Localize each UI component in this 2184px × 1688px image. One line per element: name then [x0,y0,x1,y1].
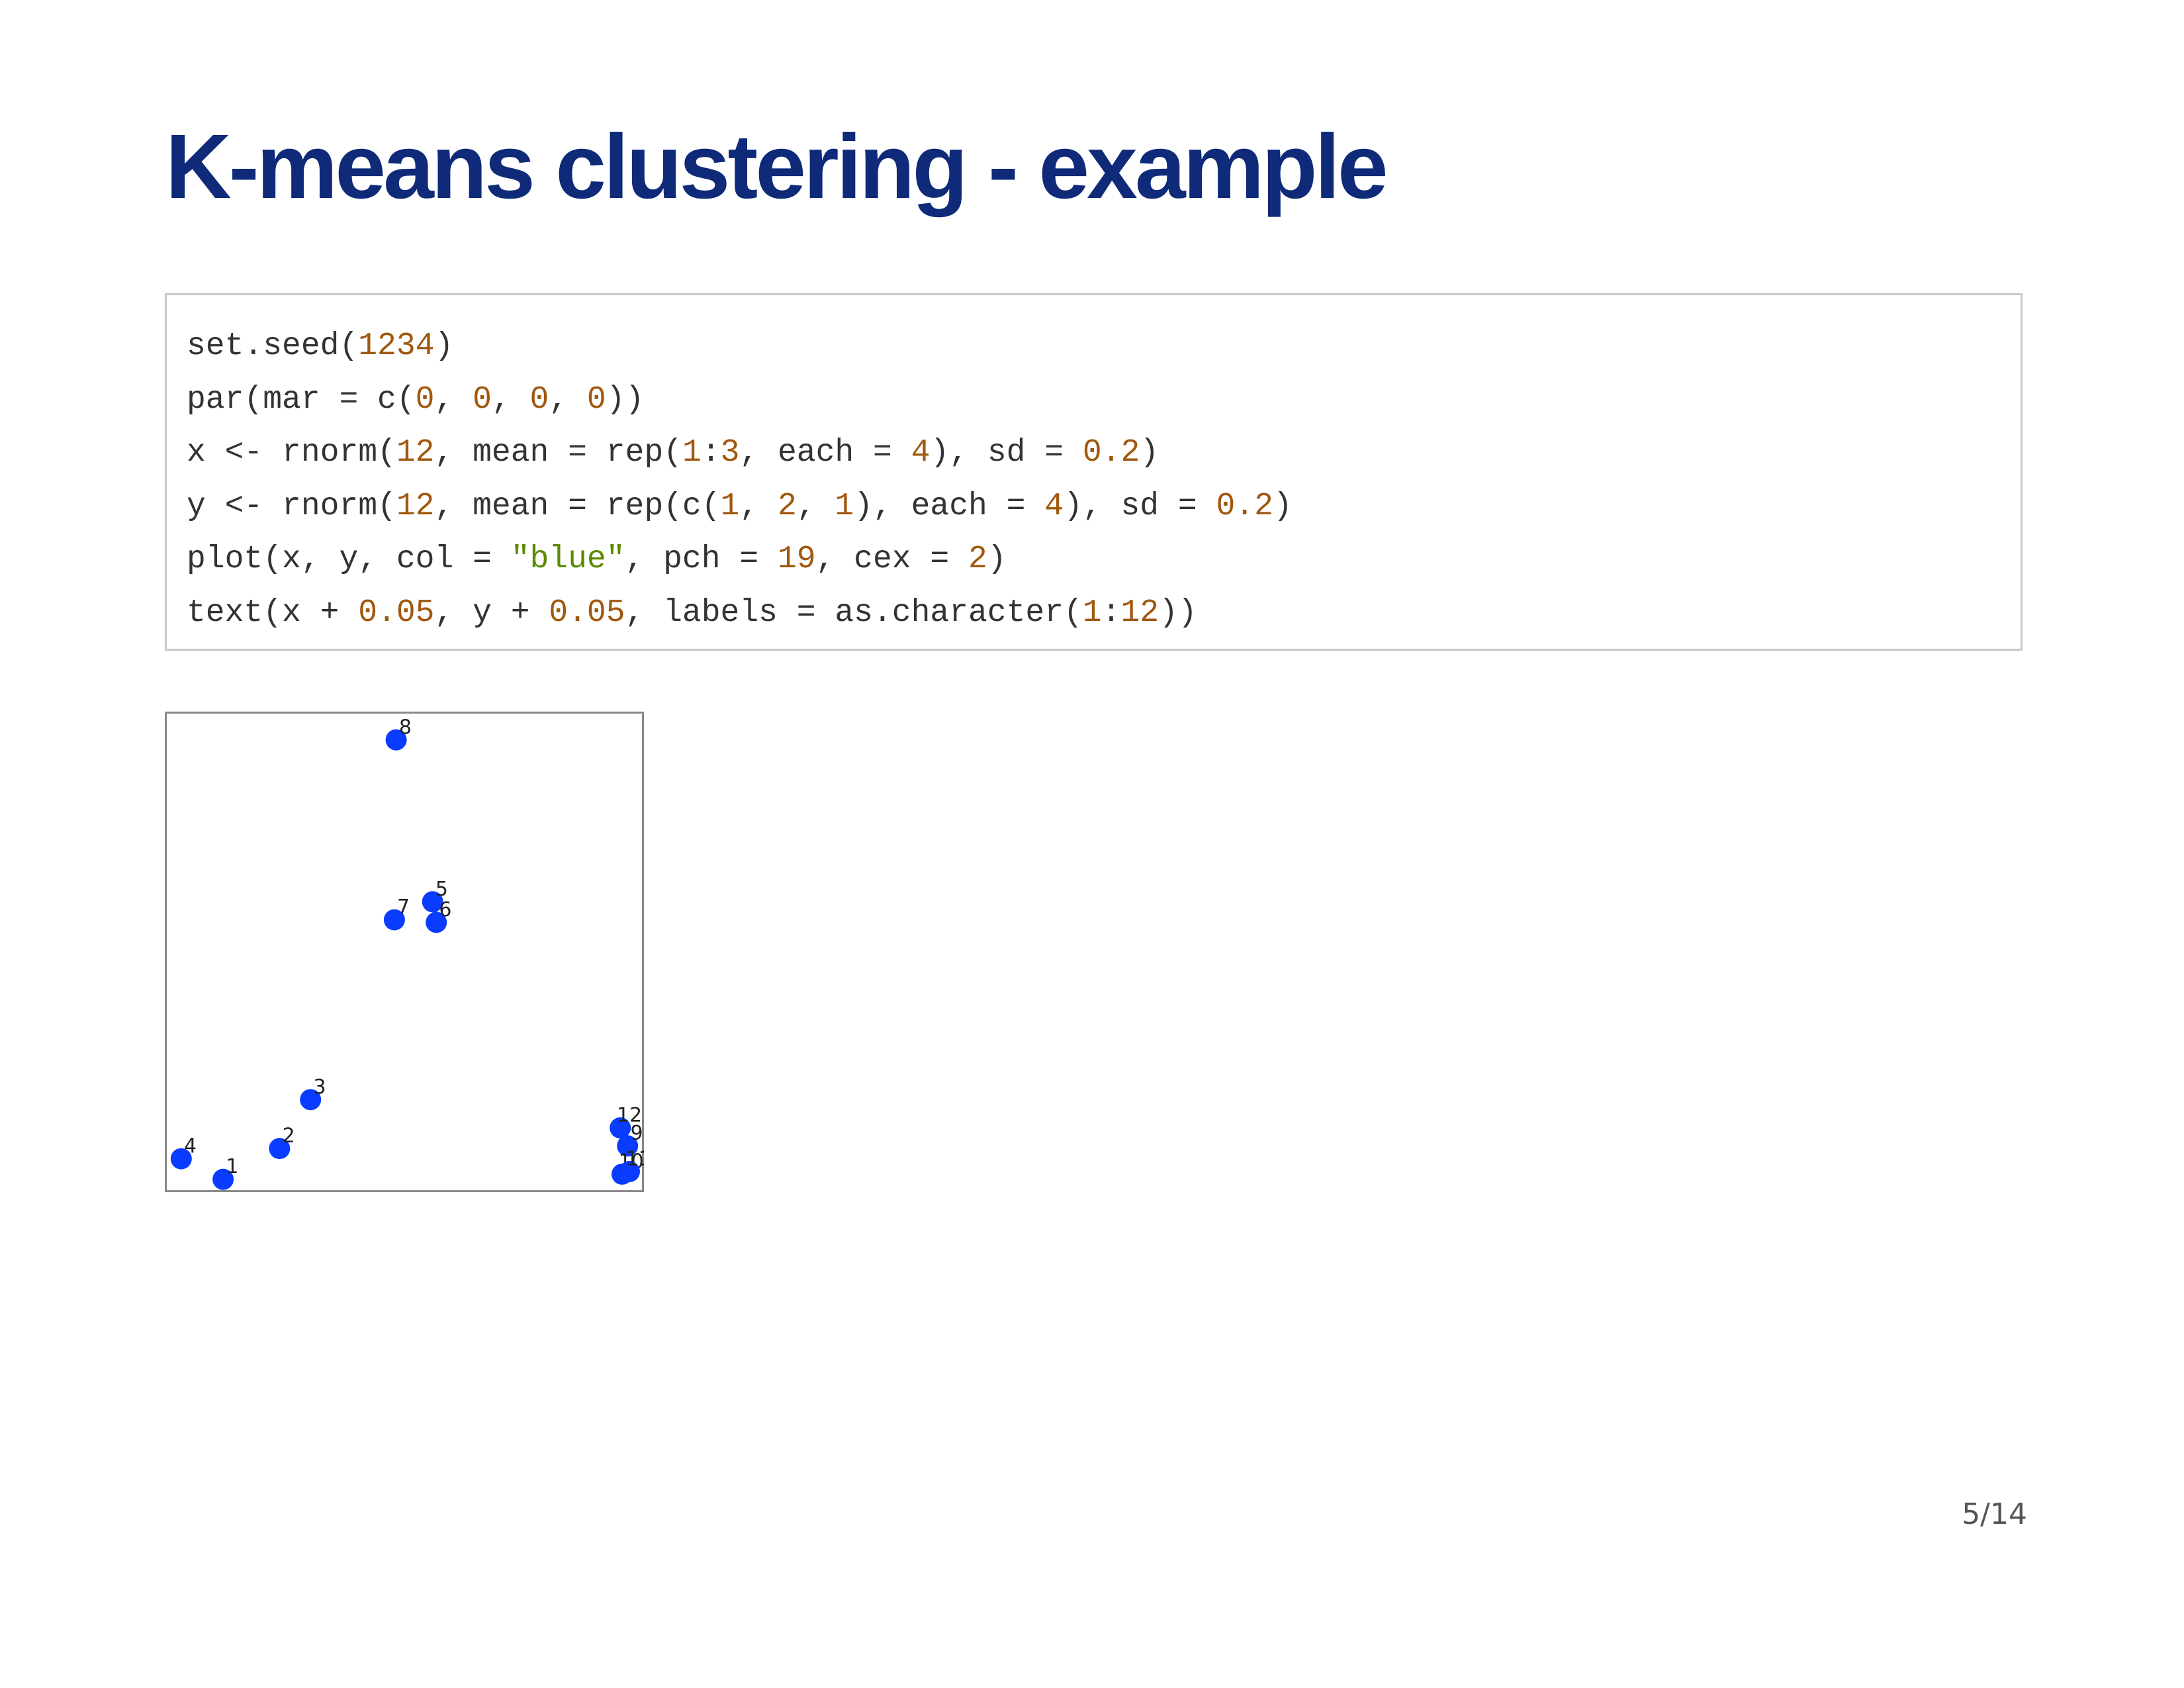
point-label-6: 6 [439,898,451,921]
code-text: , [491,381,530,418]
code-line: y <- rnorm(12, mean = rep(c(1, 2, 1), ea… [187,480,2021,534]
code-text: set.seed( [187,328,359,364]
code-text: ) [1273,488,1293,524]
code-number: 12 [1120,594,1160,631]
code-number: 0 [415,381,435,418]
data-point-7 [383,909,405,931]
code-text: ), each = [854,488,1045,524]
plot-points: 123456789101112 [170,716,644,1190]
code-block: set.seed(1234)par(mar = c(0, 0, 0, 0))x … [165,293,2023,651]
code-line: x <- rnorm(12, mean = rep(1:3, each = 4)… [187,426,2021,480]
code-number: 0.2 [1082,435,1140,471]
code-string: "blue" [510,541,625,577]
code-text: , [796,488,835,524]
point-label-8: 8 [399,716,412,739]
code-number: 12 [396,488,435,524]
code-text: ) [1140,435,1160,471]
code-text: , mean = rep( [434,435,682,471]
code-number: 2 [968,541,987,577]
code-text: ) [434,328,454,364]
scatter-plot: 123456789101112 [165,712,644,1192]
data-point-6 [426,912,447,933]
code-text: ) [987,541,1007,577]
point-label-11: 11 [626,1148,644,1171]
code-text: par(mar = c( [187,381,416,418]
code-text: , labels = as.character( [625,594,1083,631]
data-point-4 [170,1148,192,1170]
scatter-plot-svg: 123456789101112 [165,712,644,1192]
point-label-7: 7 [397,896,410,919]
code-number: 1234 [358,328,435,364]
code-text: , cex = [815,541,968,577]
data-point-1 [212,1168,234,1190]
code-number: 1 [682,435,702,471]
code-text: x <- rnorm( [187,435,396,471]
code-number: 19 [777,541,816,577]
data-point-5 [422,891,443,913]
point-label-1: 1 [226,1155,238,1178]
data-point-12 [610,1117,631,1139]
page-number: 5/14 [1962,1497,2027,1531]
code-text: )) [1159,594,1197,631]
code-text: , each = [739,435,911,471]
code-text: ), sd = [1064,488,1216,524]
point-label-2: 2 [283,1125,295,1148]
code-number: 1 [1082,594,1102,631]
code-line: set.seed(1234) [187,320,2021,373]
code-text: y <- rnorm( [187,488,396,524]
code-line: text(x + 0.05, y + 0.05, labels = as.cha… [187,586,2021,640]
data-point-8 [385,729,407,751]
code-line: par(mar = c(0, 0, 0, 0)) [187,373,2021,427]
point-label-3: 3 [313,1076,326,1099]
code-text: , pch = [625,541,778,577]
data-point-2 [269,1138,291,1159]
plot-axes [165,712,644,1192]
code-text: , mean = rep(c( [434,488,721,524]
code-text: : [701,435,721,471]
code-text: )) [606,381,645,418]
code-text: , [549,381,587,418]
code-number: 4 [911,435,931,471]
code-number: 12 [396,435,435,471]
code-text: ), sd = [930,435,1083,471]
code-number: 0 [473,381,492,418]
point-label-12: 12 [617,1104,642,1127]
code-number: 0.2 [1216,488,1273,524]
code-number: 1 [835,488,854,524]
code-number: 0 [529,381,549,418]
code-text: : [1101,594,1121,631]
code-number: 4 [1044,488,1064,524]
point-label-4: 4 [184,1135,197,1158]
code-line: plot(x, y, col = "blue", pch = 19, cex =… [187,533,2021,586]
code-number: 2 [777,488,797,524]
data-point-3 [300,1089,322,1111]
slide-title: K-means clustering - example [165,116,1388,218]
code-number: 0.05 [358,594,435,631]
point-label-9: 9 [630,1122,643,1145]
code-text: , [434,381,473,418]
point-label-5: 5 [435,878,448,901]
data-point-11 [619,1160,640,1182]
code-number: 0.05 [549,594,625,631]
code-text: , [739,488,778,524]
code-text: text(x + [187,594,359,631]
code-number: 3 [720,435,740,471]
code-number: 0 [586,381,606,418]
data-point-9 [617,1135,639,1157]
code-number: 1 [720,488,740,524]
code-text: plot(x, y, col = [187,541,511,577]
code-text: , y + [434,594,549,631]
